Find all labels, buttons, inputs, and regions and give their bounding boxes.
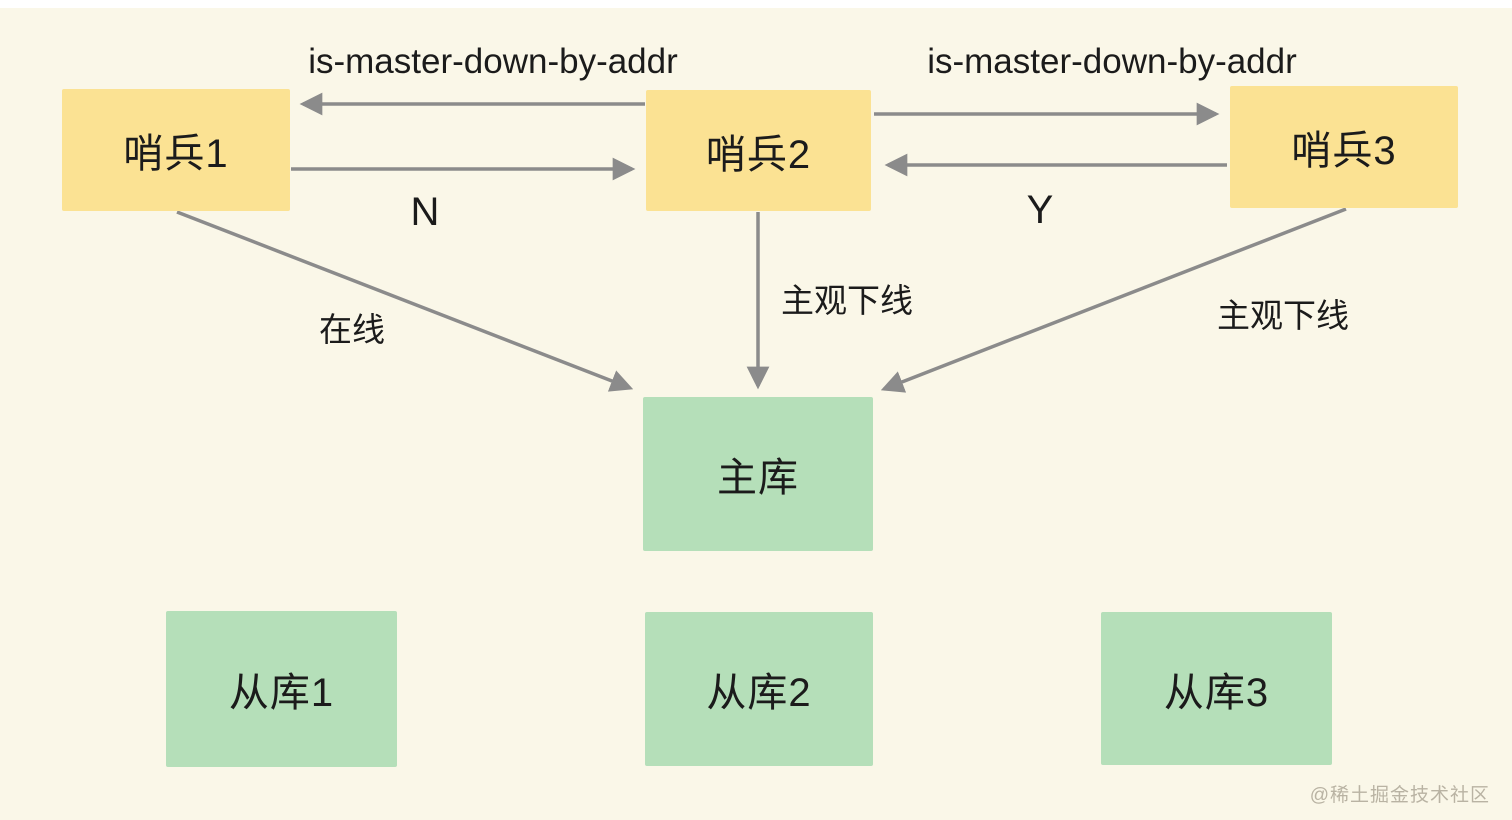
node-sentinel-3-label: 哨兵3: [1291, 129, 1397, 173]
node-slave-1: 从库1: [166, 611, 397, 767]
top-white-strip: [0, 0, 1512, 8]
node-slave-3-label: 从库3: [1163, 670, 1270, 715]
edge-label-reply-n: N: [410, 190, 440, 234]
node-master: 主库: [643, 397, 873, 551]
node-slave-3: 从库3: [1101, 612, 1332, 765]
edge-label-ask-right: is-master-down-by-addr: [927, 42, 1297, 81]
node-master-label: 主库: [717, 456, 799, 500]
edge-label-sdown-right: 主观下线: [1217, 297, 1349, 334]
node-sentinel-1-label: 哨兵1: [123, 132, 229, 176]
node-sentinel-3: 哨兵3: [1230, 86, 1458, 208]
edge-label-online: 在线: [319, 311, 385, 348]
edge-label-reply-y: Y: [1026, 188, 1054, 232]
watermark: @稀土掘金技术社区: [1309, 785, 1490, 806]
node-slave-2-label: 从库2: [706, 671, 812, 715]
edge-label-ask-left: is-master-down-by-addr: [308, 42, 678, 81]
node-sentinel-2: 哨兵2: [646, 90, 871, 211]
edge-label-sdown-center: 主观下线: [781, 282, 913, 319]
node-slave-2: 从库2: [645, 612, 873, 766]
node-sentinel-2-label: 哨兵2: [705, 132, 812, 177]
node-sentinel-1: 哨兵1: [62, 89, 290, 211]
node-slave-1-label: 从库1: [228, 671, 335, 715]
arrow-sentinel1-to-master: [176, 210, 634, 392]
